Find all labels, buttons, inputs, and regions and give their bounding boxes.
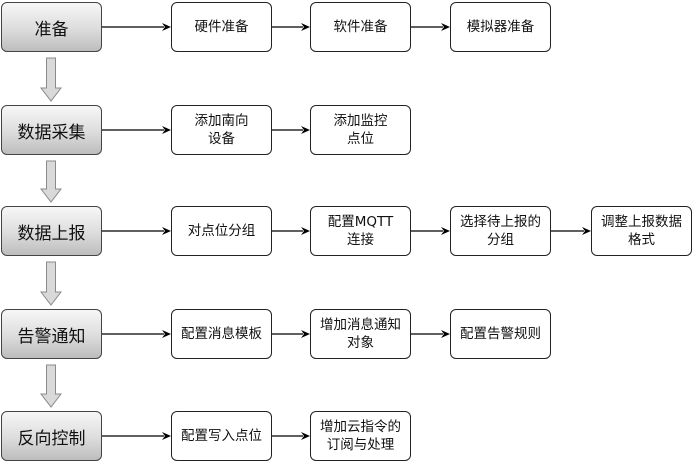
step-to-step-arrow-head [301, 227, 310, 235]
step-label: 增加消息通知 [320, 317, 401, 333]
stage-down-arrow [39, 261, 63, 306]
stage-to-step-arrow-head [162, 126, 171, 134]
step-label: 增加云指令的 [320, 419, 401, 435]
step-to-step-arrow-head [301, 330, 310, 338]
stage-to-step-arrow-head [162, 330, 171, 338]
step-box: 配置MQTT 连接 [310, 206, 411, 256]
step-label: 调整上报数据 [601, 214, 682, 230]
step-label: 配置告警规则 [460, 326, 541, 342]
step-to-step-arrow-head [441, 227, 450, 235]
step-label: 添加监控 [333, 113, 388, 129]
stage-down-arrow [39, 57, 63, 102]
step-box: 调整上报数据格式 [591, 206, 692, 256]
step-label: 设备 [208, 131, 235, 147]
stage-label: 反向控制 [17, 428, 86, 449]
step-label: 分组 [487, 232, 514, 248]
step-to-step-arrow-head [582, 227, 591, 235]
stage-down-arrow [39, 160, 63, 203]
step-box: 软件准备 [310, 2, 411, 52]
stage-label: 准备 [34, 19, 69, 40]
step-box: 配置写入点位 [171, 411, 272, 461]
stage-label: 告警通知 [17, 326, 86, 347]
stage-box: 告警通知 [1, 309, 102, 359]
step-to-step-arrow-head [441, 330, 450, 338]
stage-box: 数据采集 [1, 105, 102, 155]
step-label: 订阅与处理 [326, 437, 395, 453]
step-label: 配置消息模板 [181, 326, 262, 342]
stage-label: 数据上报 [17, 223, 86, 244]
step-box: 硬件准备 [171, 2, 272, 52]
step-label: 对点位分组 [187, 223, 256, 239]
step-box: 增加消息通知对象 [310, 309, 411, 359]
step-box: 配置消息模板 [171, 309, 272, 359]
step-label: 配置MQTT [327, 214, 394, 230]
step-label: 连接 [347, 232, 374, 248]
step-label: 选择待上报的 [460, 214, 541, 230]
step-box: 增加云指令的订阅与处理 [310, 411, 411, 461]
step-label: 模拟器准备 [466, 19, 535, 35]
step-label: 点位 [347, 131, 374, 147]
stage-label: 数据采集 [17, 122, 86, 143]
stage-to-step-arrow-head [162, 432, 171, 440]
step-label: 对象 [347, 335, 374, 351]
stage-box: 准备 [1, 2, 102, 52]
step-box: 对点位分组 [171, 206, 272, 256]
step-to-step-arrow-head [301, 23, 310, 31]
stage-to-step-arrow-head [162, 23, 171, 31]
stage-box: 反向控制 [1, 411, 102, 461]
step-to-step-arrow-head [301, 432, 310, 440]
step-to-step-arrow-head [441, 23, 450, 31]
stage-to-step-arrow-head [162, 227, 171, 235]
step-label: 硬件准备 [194, 19, 249, 35]
step-box: 选择待上报的分组 [450, 206, 551, 256]
stage-down-arrow [39, 364, 63, 408]
step-box: 添加监控点位 [310, 105, 411, 155]
step-label: 配置写入点位 [181, 428, 262, 444]
step-box: 模拟器准备 [450, 2, 551, 52]
stage-box: 数据上报 [1, 206, 102, 256]
step-box: 配置告警规则 [450, 309, 551, 359]
step-label: 软件准备 [333, 19, 388, 35]
step-label: 添加南向 [194, 113, 249, 129]
step-to-step-arrow-head [301, 126, 310, 134]
step-label: 格式 [628, 232, 655, 248]
step-box: 添加南向设备 [171, 105, 272, 155]
